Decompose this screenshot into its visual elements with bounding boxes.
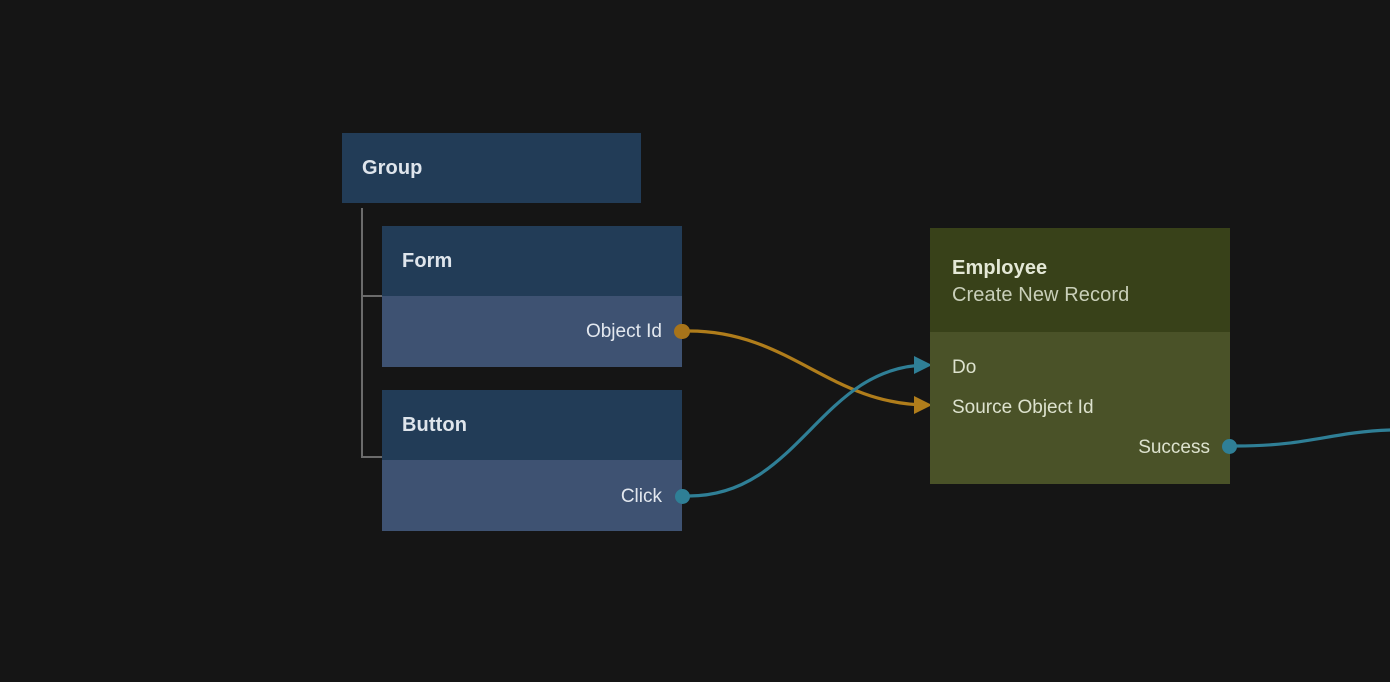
edge-form-objectid-to-employee-sourceobjectid[interactable]	[687, 329, 930, 407]
group-tree-tick-button	[361, 456, 383, 458]
node-form-title: Form	[402, 249, 453, 272]
port-dot-form-object-id-handle[interactable]	[675, 324, 690, 339]
node-button-body: Click	[382, 460, 682, 531]
node-employee[interactable]: Employee Create New Record Do Source Obj…	[930, 228, 1230, 484]
node-employee-subtitle: Create New Record	[952, 284, 1130, 306]
node-button[interactable]: Button Click	[382, 390, 682, 531]
group-tree-vertical-line	[361, 208, 363, 458]
node-form-header[interactable]: Form	[382, 226, 682, 296]
port-button-click[interactable]: Click	[621, 486, 682, 508]
node-form-body: Object Id	[382, 296, 682, 367]
port-dot-employee-success-handle[interactable]	[1222, 439, 1237, 454]
edge-employee-success-outgoing[interactable]	[1234, 428, 1390, 448]
group-tree-tick-form	[361, 295, 383, 297]
port-employee-source-object-id[interactable]: Source Object Id	[930, 397, 1094, 419]
node-employee-body: Do Source Object Id Success	[930, 332, 1230, 484]
node-button-title: Button	[402, 413, 468, 436]
node-button-header[interactable]: Button	[382, 390, 682, 460]
port-form-object-id[interactable]: Object Id	[586, 321, 682, 343]
node-form[interactable]: Form Object Id	[382, 226, 689, 367]
port-employee-success-label: Success	[1138, 437, 1210, 458]
port-employee-do-label: Do	[952, 357, 977, 378]
node-group-title: Group	[362, 156, 423, 179]
node-group[interactable]: Group	[342, 133, 641, 203]
node-employee-title: Employee	[952, 257, 1048, 279]
port-employee-source-object-id-label: Source Object Id	[952, 397, 1094, 418]
port-button-click-label: Click	[620, 486, 662, 507]
port-employee-do[interactable]: Do	[930, 357, 976, 379]
port-form-object-id-label: Object Id	[585, 321, 662, 342]
node-employee-header[interactable]: Employee Create New Record	[930, 228, 1230, 332]
edge-button-click-to-employee-do[interactable]	[687, 363, 930, 498]
node-group-header[interactable]: Group	[342, 133, 641, 203]
port-dot-button-click-handle[interactable]	[675, 489, 690, 504]
port-employee-success[interactable]: Success	[1138, 437, 1230, 459]
